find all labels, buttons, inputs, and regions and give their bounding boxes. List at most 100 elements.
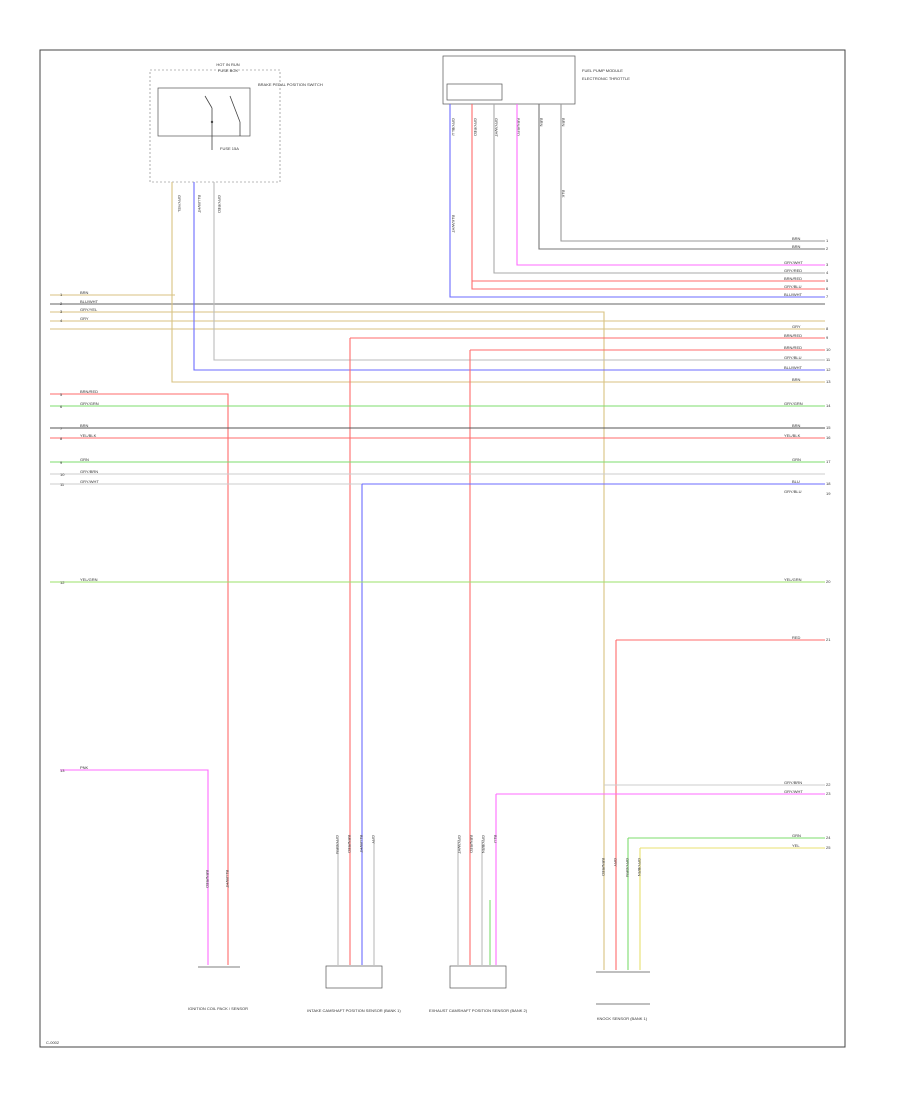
right-pin-11: 11 bbox=[826, 357, 831, 362]
component-4-caption: KNOCK SENSOR (BANK 1) bbox=[597, 1016, 648, 1021]
left-label-1: BRN bbox=[80, 290, 89, 295]
right-label-2: BRN bbox=[792, 244, 801, 249]
right-pin-12: 12 bbox=[826, 367, 831, 372]
right-pin-9: 9 bbox=[826, 335, 829, 340]
right-pin-6: 6 bbox=[826, 286, 829, 291]
diagram-frame bbox=[39, 49, 846, 1048]
wire-switch-tan bbox=[171, 182, 825, 383]
module-pin-label-7: BLK/WHT bbox=[451, 215, 456, 233]
component-3-pin-2: BRN/RED bbox=[469, 835, 474, 853]
wire-switch-gray bbox=[213, 182, 825, 361]
wire-module-dark-2 bbox=[560, 104, 825, 242]
left-pin-1: 1 bbox=[60, 292, 63, 297]
left-label-7: BRN bbox=[80, 423, 89, 428]
component-1-pin-1: BRN/RED bbox=[205, 870, 210, 888]
component-2-pin-1: GRY/GRN bbox=[335, 835, 340, 854]
left-wire-labels: BRN BLU/WHT GRY/YEL GRY BRN/RED GRY/GRN … bbox=[80, 290, 99, 770]
right-label-13: BRN bbox=[792, 377, 801, 382]
right-pin-13: 13 bbox=[826, 379, 831, 384]
right-label-22: GRY/BRN bbox=[784, 780, 802, 785]
component-2-pin-4: GRY bbox=[371, 835, 376, 844]
right-label-11: GRY/BLU bbox=[784, 355, 802, 360]
left-label-13: PNK bbox=[80, 765, 89, 770]
module-pin-label-4: BRN/RED bbox=[516, 118, 521, 136]
module-box bbox=[442, 55, 576, 105]
right-pin-4: 4 bbox=[826, 270, 829, 275]
switch-contact bbox=[204, 95, 241, 150]
left-pin-12: 12 bbox=[60, 580, 65, 585]
footer-mark: C-0002 bbox=[46, 1040, 60, 1045]
switch-label: BRAKE PEDAL POSITION SWITCH bbox=[258, 82, 323, 87]
right-pin-20: 20 bbox=[826, 579, 831, 584]
right-pin-22: 22 bbox=[826, 782, 831, 787]
right-pin-16: 16 bbox=[826, 435, 831, 440]
switch-node bbox=[210, 120, 214, 124]
left-pin-5: 5 bbox=[60, 392, 63, 397]
switch-subtitle: FUSE BOX bbox=[218, 68, 239, 73]
bottom-component-1: BRN/RED BLU/WHT IGNITION COIL PACK / SEN… bbox=[188, 870, 248, 1011]
wire-sensor2-gray bbox=[457, 840, 483, 965]
switch-pin-label-3: GRY/RED bbox=[217, 195, 222, 213]
right-pin-5: 5 bbox=[826, 278, 829, 283]
right-label-14: GRY/GRN bbox=[784, 401, 803, 406]
right-pin-10: 10 bbox=[826, 347, 831, 352]
right-wire-labels: BRN BRN GRY/WHT GRY/RED BRN/RED GRY/BLU … bbox=[784, 236, 803, 848]
left-label-9: GRN bbox=[80, 457, 89, 462]
module-label: FUEL PUMP MODULE bbox=[582, 68, 623, 73]
right-label-15: BRN bbox=[792, 423, 801, 428]
wire-module-dark-1 bbox=[538, 104, 825, 250]
fuel-pump-module: FUEL PUMP MODULE ELECTRONIC THROTTLE GRY… bbox=[442, 55, 630, 233]
left-pin-3: 3 bbox=[60, 309, 63, 314]
wire-module-red-1 bbox=[471, 104, 825, 290]
wire-module-gray bbox=[493, 104, 825, 274]
left-pin-7: 7 bbox=[60, 426, 63, 431]
component-4-pin-3: GRY/GRN bbox=[625, 858, 630, 877]
component-4-pin-4: GRY/BRN bbox=[637, 858, 642, 876]
component-3-box bbox=[449, 965, 507, 989]
left-pin-9: 9 bbox=[60, 460, 63, 465]
component-1-caption: IGNITION COIL PACK / SENSOR bbox=[188, 1006, 248, 1011]
right-label-19: GRY/BLU bbox=[784, 489, 802, 494]
module-pin-label-2: GRY/RED bbox=[473, 118, 478, 136]
component-2-pin-3: BLU/WHT bbox=[359, 835, 364, 854]
module-pin-label-6: BRN bbox=[561, 118, 566, 127]
right-pin-2: 2 bbox=[826, 246, 829, 251]
right-label-23: GRY/WHT bbox=[784, 789, 803, 794]
right-label-3: GRY/WHT bbox=[784, 260, 803, 265]
right-label-7: BLU/WHT bbox=[784, 292, 803, 297]
component-1-pin-2: BLU/WHT bbox=[225, 870, 230, 889]
right-label-21: RED bbox=[792, 635, 801, 640]
wire-row-tan-1 bbox=[50, 311, 605, 970]
right-label-1: BRN bbox=[792, 236, 801, 241]
right-label-18: BLU bbox=[792, 479, 800, 484]
left-label-6: GRY/GRN bbox=[80, 401, 99, 406]
module-pin-label-5: BRN bbox=[539, 118, 544, 127]
wire-module-blue bbox=[449, 104, 825, 298]
right-label-20: YEL/GRN bbox=[784, 577, 802, 582]
component-2-box bbox=[325, 965, 383, 989]
wire-row-red-brown bbox=[50, 393, 229, 965]
module-inner-box bbox=[446, 83, 503, 101]
wire-module-magenta bbox=[516, 104, 825, 266]
wire-row-pink bbox=[60, 769, 209, 965]
left-pin-2: 2 bbox=[60, 301, 63, 306]
module-pin-label-1: GRY/BLU bbox=[451, 118, 456, 136]
left-pin-6: 6 bbox=[60, 404, 63, 409]
right-pin-23: 23 bbox=[826, 791, 831, 796]
component-3-pin-3: GRY/BRN bbox=[481, 835, 486, 853]
right-pin-8: 8 bbox=[826, 326, 829, 331]
bottom-component-2: GRY/GRN BRN/RED BLU/WHT GRY INTAKE CAMSH… bbox=[307, 835, 401, 1013]
right-pin-21: 21 bbox=[826, 637, 831, 642]
right-label-4: GRY/RED bbox=[784, 268, 802, 273]
right-pin-1: 1 bbox=[826, 238, 829, 243]
component-3-caption: EXHAUST CAMSHAFT POSITION SENSOR (BANK 2… bbox=[429, 1008, 528, 1013]
bottom-component-4: BRN/RED GRY GRY/GRN GRY/BRN KNOCK SENSOR… bbox=[596, 858, 650, 1021]
left-pin-11: 11 bbox=[60, 482, 65, 487]
bottom-component-3: GRY/WHT BRN/RED GRY/BRN BLU EXHAUST CAMS… bbox=[429, 835, 528, 1013]
right-pin-3: 3 bbox=[826, 262, 829, 267]
component-4-pin-1: BRN/RED bbox=[601, 858, 606, 876]
left-pin-13: 13 bbox=[60, 768, 65, 773]
right-label-24: GRN bbox=[792, 833, 801, 838]
right-label-9: BRN/RED bbox=[784, 333, 802, 338]
left-pin-numbers: 1 2 3 4 5 6 7 8 9 10 11 12 13 bbox=[60, 292, 65, 773]
